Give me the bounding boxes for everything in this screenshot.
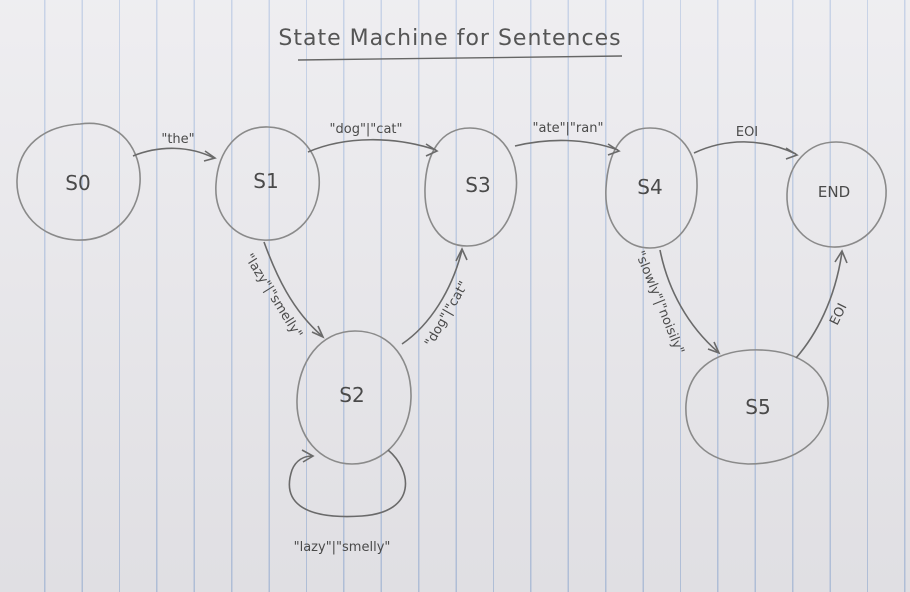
state-s1-circle bbox=[215, 126, 320, 241]
state-s1: S1 bbox=[215, 126, 320, 241]
transition-s5-end-line bbox=[795, 251, 843, 359]
transition-s5-end: EOI bbox=[795, 249, 850, 359]
state-s5-circle bbox=[685, 349, 829, 465]
state-s4: S4 bbox=[605, 127, 698, 249]
state-s2-label: S2 bbox=[339, 383, 364, 407]
transition-s2-s2-line bbox=[288, 449, 407, 518]
state-s3: S3 bbox=[424, 127, 518, 247]
state-s2-circle bbox=[296, 330, 412, 465]
title-underline bbox=[297, 55, 623, 61]
transition-s3-s4-line bbox=[514, 139, 619, 151]
transition-s2-s2-arrowhead bbox=[301, 449, 315, 463]
state-s5-label: S5 bbox=[745, 395, 770, 419]
state-s4-label: S4 bbox=[637, 175, 662, 199]
transition-s2-s3-arrowhead bbox=[455, 247, 468, 262]
state-s3-circle bbox=[424, 127, 518, 247]
state-s0: S0 bbox=[16, 122, 141, 241]
transition-s2-s2-label: "lazy"|"smelly" bbox=[294, 540, 391, 555]
transition-s1-s2-line bbox=[263, 241, 323, 337]
state-s5: S5 bbox=[685, 349, 829, 465]
transition-s4-end-arrowhead bbox=[785, 147, 799, 160]
transition-s0-s1-arrowhead bbox=[203, 150, 217, 162]
transition-s5-end-label: EOI bbox=[827, 301, 850, 328]
state-s2: S2 bbox=[296, 330, 412, 465]
transition-s1-s2-arrowhead bbox=[311, 325, 325, 339]
transition-s1-s2: "lazy"|"smelly" bbox=[241, 241, 325, 341]
transition-s2-s2: "lazy"|"smelly" bbox=[288, 449, 407, 555]
transition-s1-s3-label: "dog"|"cat" bbox=[330, 122, 403, 137]
transition-s4-s5: "slowly"|"noisily" bbox=[632, 249, 721, 357]
transition-s0-s1-label: "the" bbox=[161, 132, 194, 147]
state-end: END bbox=[786, 141, 887, 248]
transition-s5-end-arrowhead bbox=[834, 249, 848, 264]
transition-s4-s5-line bbox=[659, 249, 719, 353]
diagram-title: State Machine for Sentences bbox=[278, 26, 621, 51]
transition-s2-s3-line bbox=[401, 249, 463, 345]
transition-s4-end: EOI bbox=[693, 125, 799, 160]
transition-s1-s3-arrowhead bbox=[425, 143, 439, 157]
transition-s4-s5-arrowhead bbox=[707, 341, 721, 355]
transition-s3-s4-arrowhead bbox=[607, 143, 621, 156]
transition-s0-s1-line bbox=[132, 147, 215, 159]
transition-s1-s3: "dog"|"cat" bbox=[307, 122, 439, 157]
state-s1-label: S1 bbox=[253, 169, 278, 193]
transition-s4-end-line bbox=[693, 141, 797, 155]
transition-s3-s4-label: "ate"|"ran" bbox=[533, 121, 604, 136]
state-end-label: END bbox=[818, 183, 850, 201]
state-s3-label: S3 bbox=[465, 173, 490, 197]
state-s0-label: S0 bbox=[65, 171, 90, 195]
transition-s2-s3: "dog"|"cat" bbox=[401, 247, 472, 350]
state-end-circle bbox=[786, 141, 887, 248]
transition-s3-s4: "ate"|"ran" bbox=[514, 121, 621, 156]
transition-s4-end-label: EOI bbox=[736, 125, 758, 140]
transition-s1-s3-line bbox=[307, 138, 437, 153]
transition-s0-s1: "the" bbox=[132, 132, 217, 162]
state-s4-circle bbox=[605, 127, 698, 249]
